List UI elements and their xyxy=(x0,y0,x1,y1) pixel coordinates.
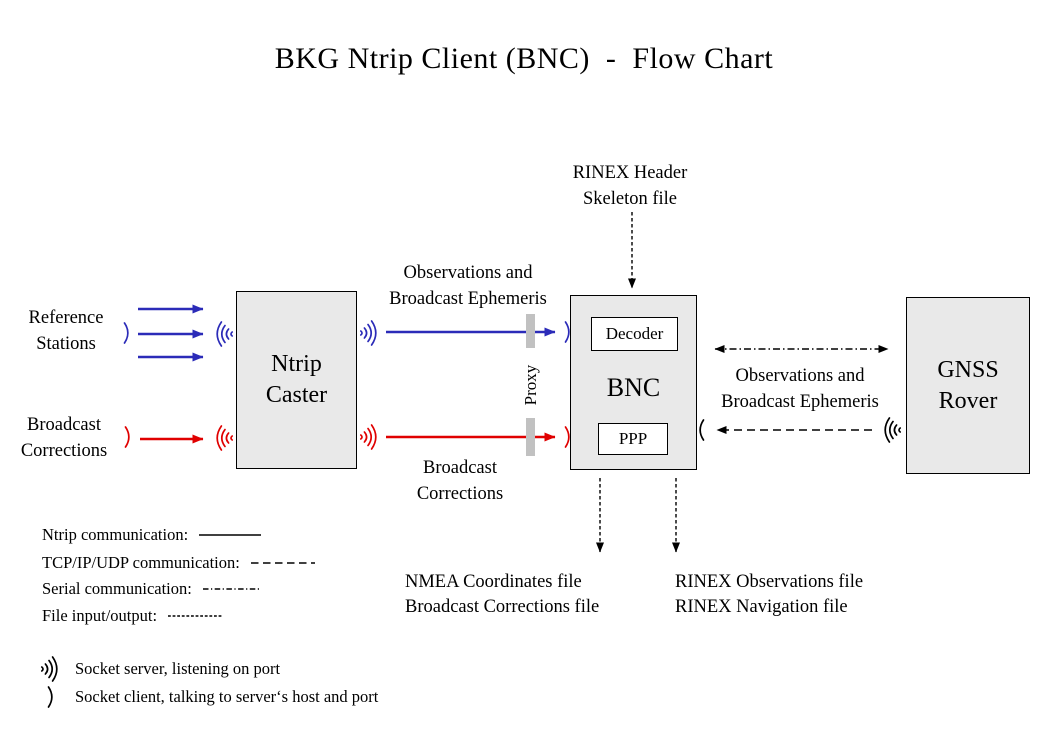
socket-server-icon-rover xyxy=(884,417,902,443)
socket-server-icon xyxy=(38,655,66,683)
proxy-bar-bottom xyxy=(526,418,535,456)
ppp-label: PPP xyxy=(618,429,648,448)
legend-line-finedash xyxy=(168,615,223,617)
rinex-header-skeleton-label: RINEX Header Skeleton file xyxy=(572,163,688,209)
page-title: BKG Ntrip Client (BNC) - Flow Chart xyxy=(274,42,774,75)
legend-ntrip-communication: Ntrip communication: xyxy=(42,525,262,544)
rinex-output-label: RINEX Observations file RINEX Navigation… xyxy=(675,572,864,617)
socket-client-icon xyxy=(38,685,66,709)
socket-client-icon-bnc-rover xyxy=(699,419,705,441)
socket-server-icon-caster-left-blue xyxy=(216,321,234,347)
ppp-box: PPP xyxy=(598,423,668,455)
legend-line-dashed xyxy=(250,562,315,564)
socket-client-icon-bnc-blue xyxy=(564,321,570,343)
legend-socket-server: Socket server, listening on port xyxy=(38,656,280,682)
legend-socket-client: Socket client, talking to server‘s host … xyxy=(38,684,378,710)
socket-server-icon-caster-left-red xyxy=(216,425,234,451)
proxy-bar-top xyxy=(526,314,535,348)
gnss-rover-label-line2: Rover xyxy=(938,387,998,414)
legend-serial-communication: Serial communication: xyxy=(42,579,262,598)
bnc-label: BNC xyxy=(606,373,661,402)
socket-client-icon-bnc-red xyxy=(564,426,570,448)
node-ntrip-caster: Ntrip Caster xyxy=(236,291,357,469)
ntrip-caster-label-line2: Caster xyxy=(265,382,328,408)
socket-server-icon-caster-right-blue xyxy=(359,320,377,346)
legend-file-io: File input/output: xyxy=(42,606,223,625)
gnss-rover-label-line1: GNSS xyxy=(937,356,999,383)
legend-line-solid xyxy=(199,534,262,536)
legend-tcp-communication: TCP/IP/UDP communication: xyxy=(42,553,316,572)
node-gnss-rover: GNSS Rover xyxy=(906,297,1030,474)
decoder-label: Decoder xyxy=(605,324,664,343)
ntrip-caster-label-line1: Ntrip xyxy=(271,351,322,377)
legend-line-dashdot xyxy=(202,588,261,590)
socket-client-icon-corrections xyxy=(124,426,130,448)
broadcast-corrections-mid-label: Broadcast Corrections xyxy=(416,458,504,504)
decoder-box: Decoder xyxy=(591,317,678,351)
reference-stations-label: Reference Stations xyxy=(28,308,104,354)
proxy-label: Proxy xyxy=(521,364,540,406)
observations-right-label: Observations and Broadcast Ephemeris xyxy=(721,366,879,412)
observations-top-label: Observations and Broadcast Ephemeris xyxy=(389,263,547,309)
socket-server-icon-caster-right-red xyxy=(359,424,377,450)
nmea-output-label: NMEA Coordinates file Broadcast Correcti… xyxy=(405,572,600,617)
broadcast-corrections-left-label: Broadcast Corrections xyxy=(20,415,108,461)
